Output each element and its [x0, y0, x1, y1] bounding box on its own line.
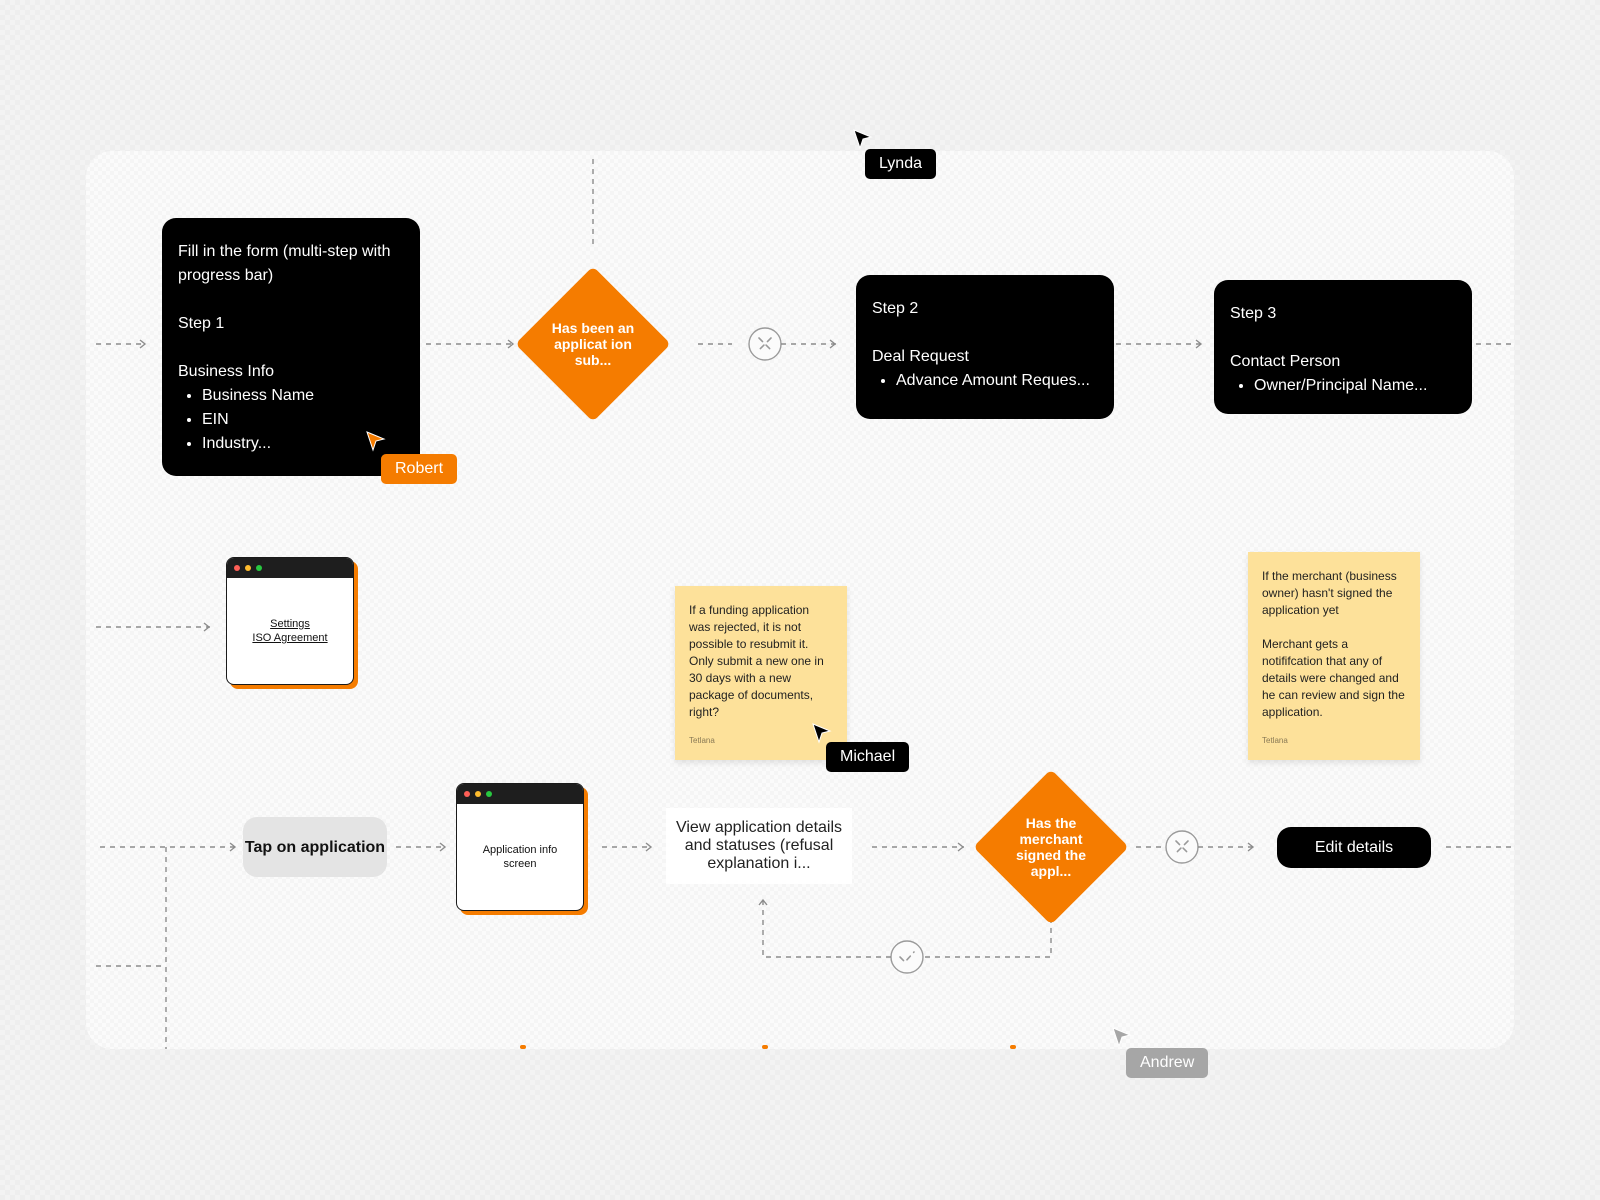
window-minimize-dot: [245, 565, 251, 571]
window-titlebar: [227, 558, 353, 578]
application-info-label: Application info screen: [482, 844, 558, 870]
flow-canvas[interactable]: Fill in the form (multi-step with progre…: [86, 151, 1514, 1049]
sticky-note-resubmit[interactable]: If a funding application was rejected, i…: [675, 586, 847, 760]
cursor-arrow-icon: [853, 129, 873, 150]
tap-application-label: Tap on application: [244, 838, 386, 856]
accept-ring-icon: [890, 940, 924, 974]
decision-application-submitted[interactable]: Has been an applicat ion sub...: [515, 266, 671, 422]
tap-application-node[interactable]: Tap on application: [243, 817, 387, 877]
form-step1-node[interactable]: Fill in the form (multi-step with progre…: [162, 218, 420, 476]
application-info-screen-node[interactable]: Application info screen: [456, 783, 584, 911]
step3-title: Step 3: [1230, 305, 1277, 322]
sticky-text: If the merchant (business owner) hasn't …: [1262, 569, 1397, 617]
view-details-node[interactable]: View application details and statuses (r…: [666, 808, 852, 884]
list-item: EIN: [202, 408, 404, 432]
collaborator-tag-michael: Michael: [826, 742, 910, 772]
list-item: Industry...: [202, 432, 404, 456]
form-node-list: Business Name EIN Industry...: [178, 384, 404, 456]
sticky-author: Tetlana: [689, 736, 715, 745]
collaborator-tag-andrew: Andrew: [1126, 1048, 1209, 1078]
window-close-dot: [464, 791, 470, 797]
cursor-arrow-icon: [812, 723, 832, 744]
step2-node[interactable]: Step 2 Deal Request Advance Amount Reque…: [856, 275, 1114, 419]
sticky-author: Tetlana: [1262, 736, 1288, 745]
window-maximize-dot: [486, 791, 492, 797]
list-item: Advance Amount Reques...: [896, 369, 1098, 393]
form-node-section: Business Info: [178, 363, 275, 380]
form-node-step: Step 1: [178, 315, 225, 332]
collaborator-tag-lynda: Lynda: [865, 149, 936, 179]
form-node-title: Fill in the form (multi-step with progre…: [178, 243, 391, 284]
decision-label: Has been an applicat ion sub...: [551, 320, 635, 368]
reject-ring-icon: [748, 327, 782, 361]
step2-section: Deal Request: [872, 348, 969, 365]
view-details-label: View application details and statuses (r…: [675, 819, 843, 872]
window-minimize-dot: [475, 791, 481, 797]
reject-ring-icon: [1165, 830, 1199, 864]
decision-merchant-signed[interactable]: Has the merchant signed the appl...: [973, 769, 1129, 925]
step3-node[interactable]: Step 3 Contact Person Owner/Principal Na…: [1214, 280, 1472, 414]
sticky-note-unsigned[interactable]: If the merchant (business owner) hasn't …: [1248, 552, 1420, 760]
check-glyph: [899, 951, 915, 963]
x-glyph: [1175, 840, 1189, 854]
list-item: Business Name: [202, 384, 404, 408]
step3-section: Contact Person: [1230, 353, 1341, 370]
list-item: Owner/Principal Name...: [1254, 374, 1456, 398]
sticky-text: If a funding application was rejected, i…: [689, 603, 824, 719]
connectors: [96, 159, 1514, 1049]
iso-agreement-link[interactable]: ISO Agreement: [252, 632, 328, 644]
settings-link[interactable]: Settings: [270, 618, 310, 630]
cursor-arrow-icon: [366, 431, 386, 452]
sticky-text: Merchant gets a notififcation that any o…: [1262, 637, 1405, 719]
window-close-dot: [234, 565, 240, 571]
decision-label: Has the merchant signed the appl...: [1015, 815, 1086, 879]
edit-details-label: Edit details: [1314, 838, 1394, 856]
window-maximize-dot: [256, 565, 262, 571]
step2-title: Step 2: [872, 300, 919, 317]
cursor-arrow-icon: [1112, 1027, 1132, 1048]
settings-screen-node[interactable]: Settings ISO Agreement: [226, 557, 354, 685]
x-glyph: [758, 337, 772, 351]
window-titlebar: [457, 784, 583, 804]
edit-details-node[interactable]: Edit details: [1277, 827, 1431, 868]
collaborator-tag-robert: Robert: [381, 454, 458, 484]
